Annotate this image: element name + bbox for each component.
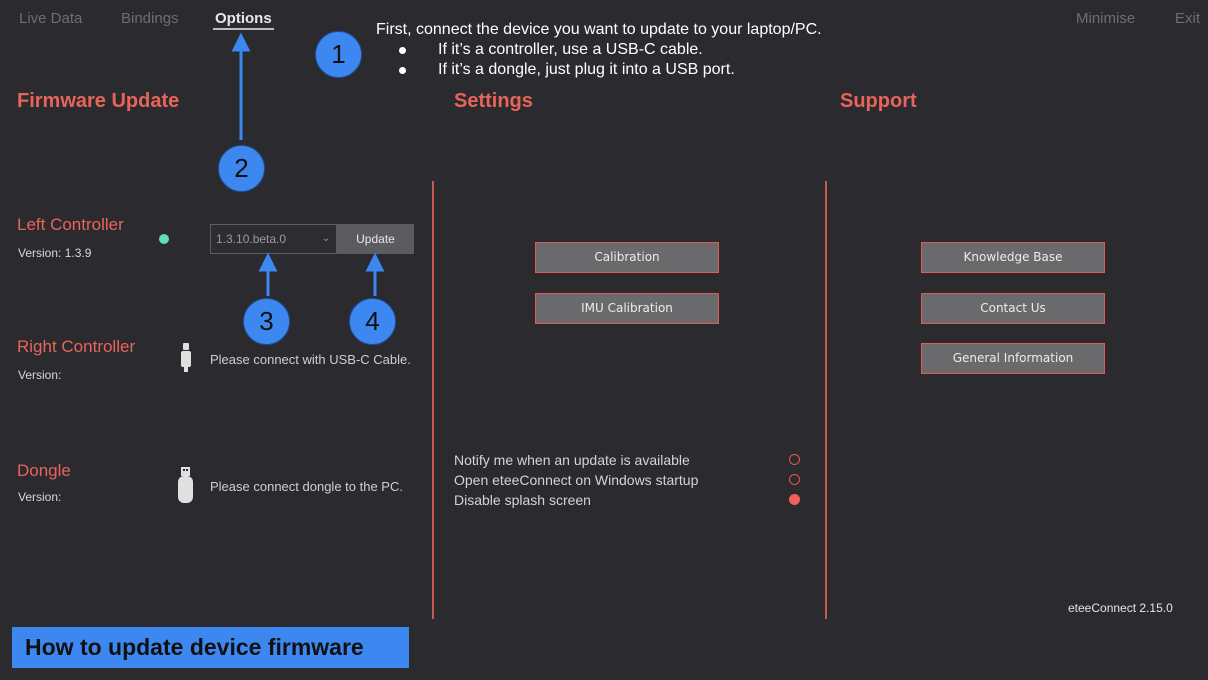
chevron-down-icon: ⌄ <box>321 233 330 244</box>
right-controller-version: Version: <box>18 368 62 382</box>
exit-button[interactable]: Exit <box>1175 10 1201 27</box>
firmware-version-value: 1.3.10.beta.0 <box>216 232 287 246</box>
settings-title: Settings <box>454 90 533 112</box>
right-controller-name: Right Controller <box>17 337 136 356</box>
instructions-bullet-dongle: If it’s a dongle, just plug it into a US… <box>376 60 822 80</box>
instructions-text: First, connect the device you want to up… <box>376 20 822 80</box>
right-controller-message: Please connect with USB-C Cable. <box>210 352 411 367</box>
arrow-2-head <box>231 32 251 52</box>
step-badge-4: 4 <box>349 298 396 345</box>
column-divider-left <box>432 181 434 619</box>
step-badge-3: 3 <box>243 298 290 345</box>
nav-live-data[interactable]: Live Data <box>19 10 83 27</box>
startup-radio[interactable] <box>789 474 800 485</box>
tutorial-caption: How to update device firmware <box>12 627 409 668</box>
left-controller-name: Left Controller <box>17 215 124 234</box>
instructions-line: First, connect the device you want to up… <box>376 21 822 38</box>
step-badge-1: 1 <box>315 31 362 78</box>
calibration-button[interactable]: Calibration <box>535 242 719 273</box>
general-information-button[interactable]: General Information <box>921 343 1105 374</box>
arrow-4-head <box>365 252 385 272</box>
knowledge-base-button[interactable]: Knowledge Base <box>921 242 1105 273</box>
firmware-version-select[interactable]: 1.3.10.beta.0 ⌄ <box>210 224 337 254</box>
nav-bindings[interactable]: Bindings <box>121 10 179 27</box>
splash-label: Disable splash screen <box>454 492 591 508</box>
firmware-update-title: Firmware Update <box>17 90 180 112</box>
contact-us-button[interactable]: Contact Us <box>921 293 1105 324</box>
usb-dongle-icon <box>178 467 193 503</box>
dongle-version: Version: <box>18 490 62 504</box>
instructions-bullet-controller: If it’s a controller, use a USB-C cable. <box>376 40 822 60</box>
left-controller-version: Version: 1.3.9 <box>18 246 92 260</box>
app-version: eteeConnect 2.15.0 <box>1068 601 1173 615</box>
usb-c-cable-icon <box>181 343 191 372</box>
dongle-message: Please connect dongle to the PC. <box>210 479 403 494</box>
update-button[interactable]: Update <box>337 224 414 254</box>
startup-label: Open eteeConnect on Windows startup <box>454 472 699 488</box>
column-divider-right <box>825 181 827 619</box>
connected-status-dot <box>159 234 169 244</box>
support-title: Support <box>840 90 917 112</box>
minimise-button[interactable]: Minimise <box>1076 10 1136 27</box>
splash-radio[interactable] <box>789 494 800 505</box>
notify-update-radio[interactable] <box>789 454 800 465</box>
nav-options[interactable]: Options <box>213 10 274 30</box>
arrow-3-head <box>258 252 278 272</box>
step-badge-2: 2 <box>218 145 265 192</box>
imu-calibration-button[interactable]: IMU Calibration <box>535 293 719 324</box>
dongle-name: Dongle <box>17 461 71 480</box>
notify-update-label: Notify me when an update is available <box>454 452 690 468</box>
